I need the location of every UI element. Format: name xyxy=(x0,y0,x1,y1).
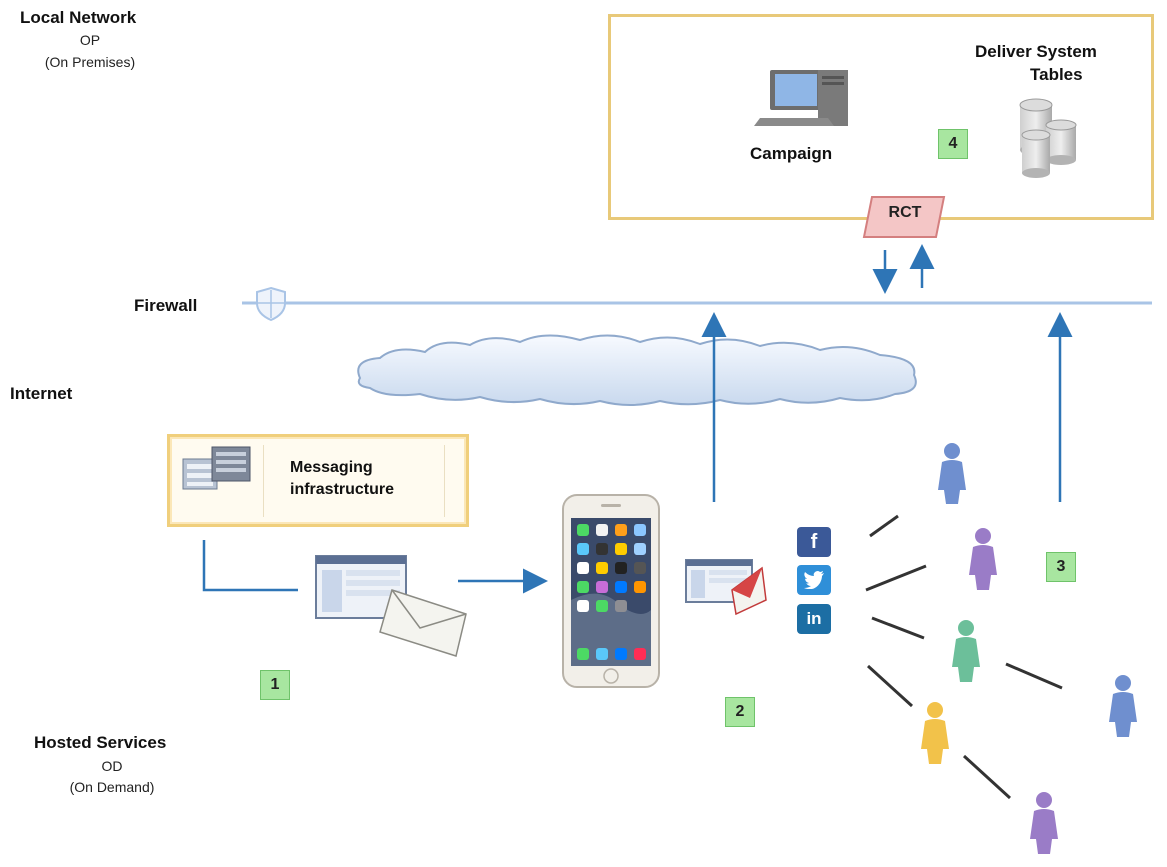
box-divider xyxy=(444,445,445,517)
social-connection-lines xyxy=(865,514,1063,800)
box-divider xyxy=(263,445,264,517)
messaging-label-line1: Messaging xyxy=(290,459,373,476)
step-badge-3: 3 xyxy=(1046,552,1076,582)
tables-label: Tables xyxy=(1030,65,1083,84)
database-icon xyxy=(1019,98,1077,178)
smartphone-icon xyxy=(562,494,660,688)
person-icon xyxy=(921,702,949,764)
twitter-icon xyxy=(797,565,831,595)
hosted-services-desc: (On Demand) xyxy=(69,779,155,795)
internet-title: Internet xyxy=(10,384,73,403)
hosted-services-title: Hosted Services xyxy=(34,733,167,752)
person-icon xyxy=(952,620,980,682)
messaging-label: Messaging infrastructure xyxy=(290,457,394,501)
facebook-glyph: f xyxy=(810,530,818,553)
linkedin-glyph: in xyxy=(806,609,822,628)
local-network-label: Local Network xyxy=(20,8,136,28)
shield-icon xyxy=(256,286,286,322)
rct-label: RCT xyxy=(888,204,922,221)
deliver-system-label: Deliver System xyxy=(975,42,1097,61)
facebook-icon: f xyxy=(797,527,831,557)
person-icon xyxy=(938,443,966,504)
hosted-services-code: OD xyxy=(101,758,123,774)
firewall-title: Firewall xyxy=(134,296,198,315)
step-badge-1: 1 xyxy=(260,670,290,700)
envelope-icon xyxy=(379,589,467,657)
server-icon xyxy=(182,446,251,490)
notification-window-icon xyxy=(685,559,767,616)
linkedin-icon: in xyxy=(797,604,831,634)
messaging-connector xyxy=(202,540,298,592)
step-badge-4: 4 xyxy=(938,129,968,159)
local-network-code: OP xyxy=(79,32,101,48)
local-network-desc: (On Premises) xyxy=(44,54,136,70)
campaign-label: Campaign xyxy=(750,144,833,163)
person-icon xyxy=(969,528,997,590)
person-icon xyxy=(1030,792,1058,854)
cloud-icon xyxy=(357,334,917,406)
step-badge-2: 2 xyxy=(725,697,755,727)
computer-icon xyxy=(754,70,848,126)
local-network-title: Local Network xyxy=(20,8,137,27)
messaging-label-line2: infrastructure xyxy=(290,481,395,498)
on-premises-box xyxy=(608,14,1154,220)
person-icon xyxy=(1109,675,1137,737)
twitter-bird-icon xyxy=(804,571,824,589)
rct-shape xyxy=(862,196,946,238)
